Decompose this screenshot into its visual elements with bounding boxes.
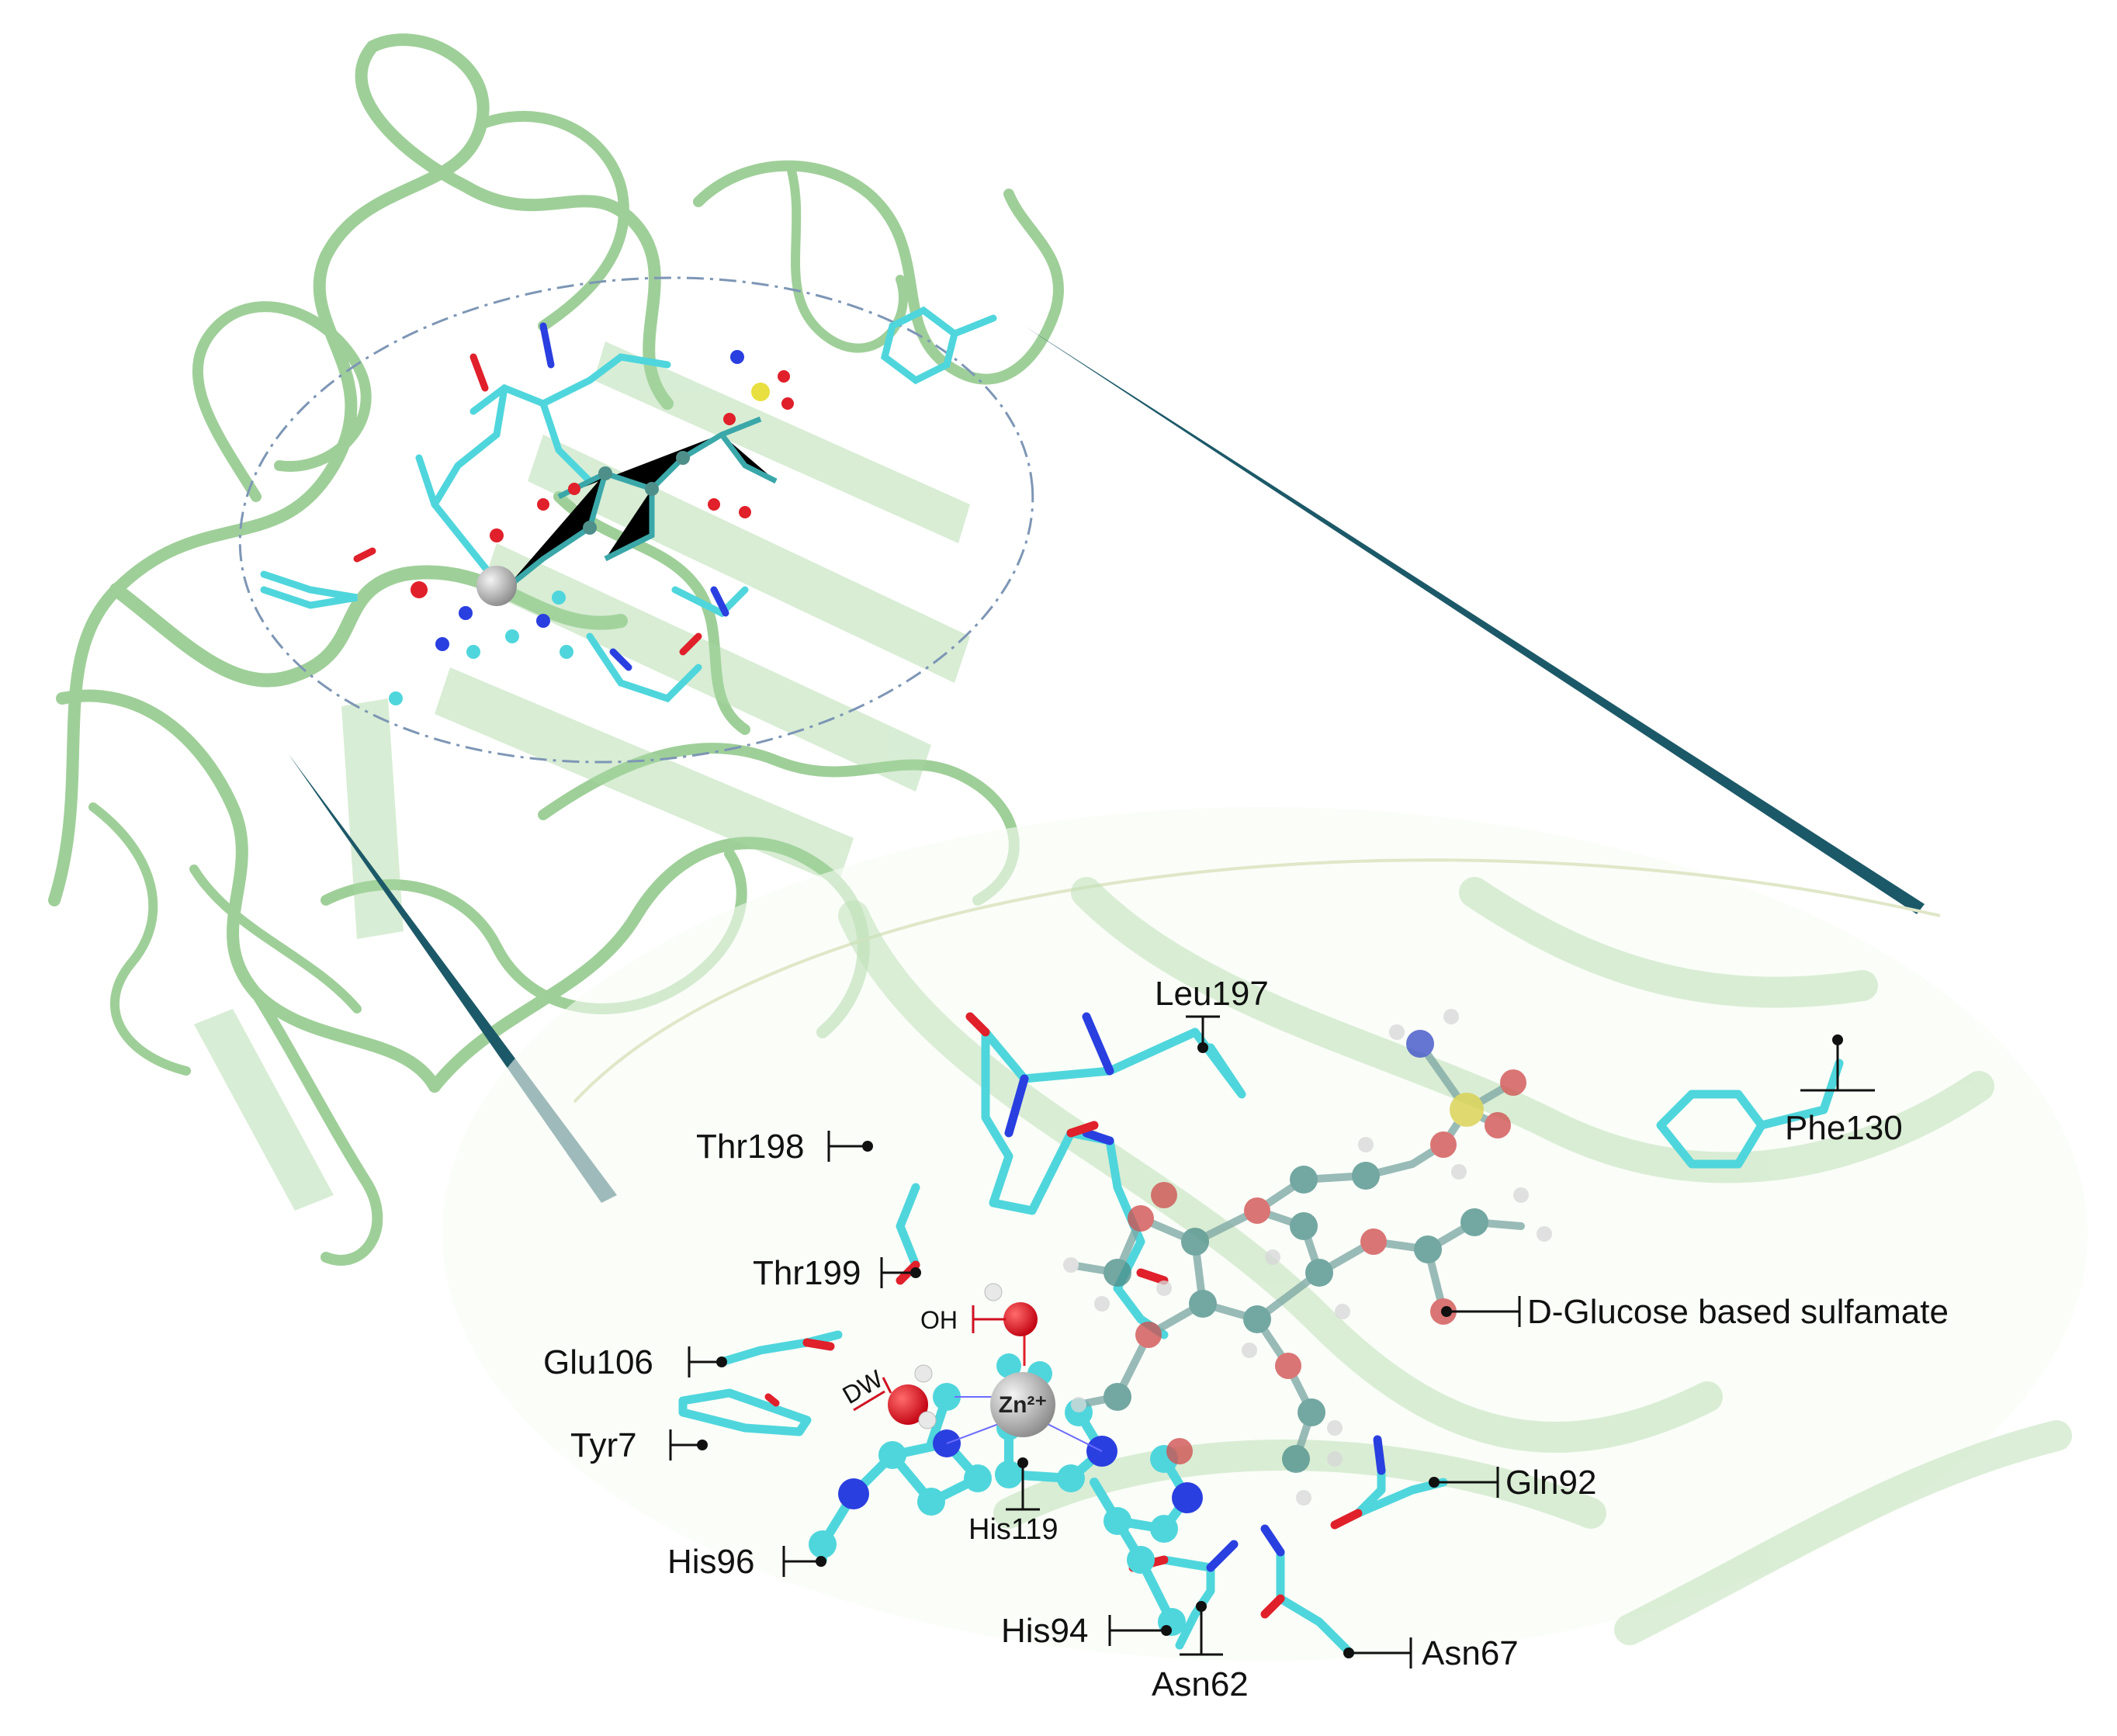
label-asn62: Asn62 bbox=[1152, 1665, 1249, 1703]
label-tyr7: Tyr7 bbox=[570, 1426, 637, 1464]
label-his119: His119 bbox=[968, 1513, 1058, 1546]
zinc-label: Zn²⁺ bbox=[999, 1392, 1047, 1418]
residue-glu106 bbox=[717, 1330, 843, 1367]
label-his94: His94 bbox=[1001, 1612, 1089, 1650]
residue-tyr7 bbox=[678, 1388, 812, 1436]
label-glu106: Glu106 bbox=[543, 1343, 653, 1381]
label-oh: OH bbox=[920, 1306, 958, 1334]
ligand-glucose-sulfamate bbox=[1063, 1009, 1552, 1506]
residue-asn62 bbox=[1159, 1555, 1215, 1650]
zinc-ion bbox=[990, 1372, 1055, 1437]
label-phe130: Phe130 bbox=[1785, 1109, 1903, 1147]
histidine-residues bbox=[809, 1353, 1203, 1636]
leader-lines-red bbox=[853, 1305, 1006, 1412]
zoomed-residues bbox=[678, 1012, 1844, 1658]
label-thr199: Thr199 bbox=[753, 1254, 861, 1292]
label-glucose-sulfamate: D-Glucose based sulfamate bbox=[1527, 1293, 1949, 1331]
zinc-site: Zn²⁺ bbox=[888, 1283, 1103, 1452]
residue-asn67 bbox=[1276, 1547, 1355, 1658]
hydroxide-oxygen bbox=[1003, 1302, 1038, 1336]
label-gln92: Gln92 bbox=[1505, 1464, 1596, 1502]
label-asn67: Asn67 bbox=[1422, 1634, 1519, 1672]
residue-leu197-thr198-thr199 bbox=[896, 1012, 1246, 1339]
leader-dots bbox=[697, 1034, 1843, 1658]
protein-beta-sheets bbox=[194, 341, 970, 1211]
zoom-panel bbox=[442, 807, 2088, 1661]
label-his96: His96 bbox=[667, 1543, 755, 1581]
residue-phe130 bbox=[1656, 1059, 1844, 1169]
label-thr198: Thr198 bbox=[696, 1128, 804, 1166]
active-site-overview bbox=[260, 306, 997, 705]
leader-lines bbox=[669, 1015, 1875, 1668]
label-leu197: Leu197 bbox=[1155, 975, 1269, 1013]
water-oxygen bbox=[888, 1384, 928, 1425]
